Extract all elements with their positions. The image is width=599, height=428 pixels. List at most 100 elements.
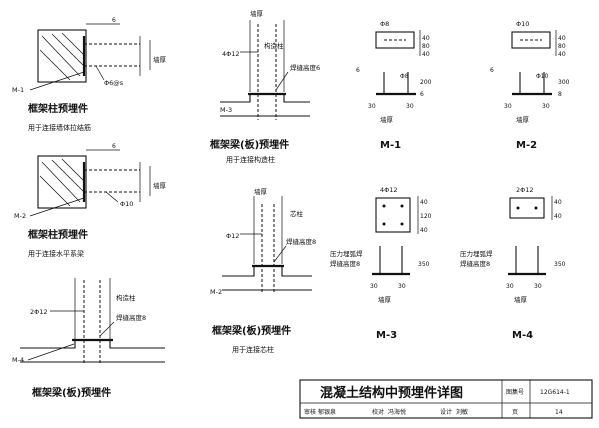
detail-column-tie-beam: 6 墙厚 M-2 Φ10 框架柱预埋件 用于连接水平系梁	[14, 143, 167, 258]
detail-title: 框架柱预埋件	[28, 102, 88, 115]
svg-text:墙厚: 墙厚	[514, 295, 528, 304]
bar-label: 2Φ12	[516, 186, 534, 194]
svg-text:墙厚: 墙厚	[378, 295, 392, 304]
detail-title: 框架梁(板)预埋件	[32, 386, 111, 399]
wall-thickness-label: 墙厚	[250, 9, 264, 18]
svg-text:墙厚: 墙厚	[380, 115, 394, 124]
detail-subtitle: 用于连接墙体拉结筋	[28, 123, 91, 132]
plate-m4: 2Φ12 40 40 压力埋弧焊 焊缝高度8 350 30 30 墙厚 M-4	[460, 186, 566, 341]
plate-ref-m2: M-2	[210, 288, 222, 296]
designer: 刘敏	[456, 408, 468, 416]
svg-text:120: 120	[420, 213, 432, 220]
plate-name: M-3	[376, 330, 397, 341]
detail-subtitle: 用于连接水平系梁	[28, 249, 84, 258]
svg-text:350: 350	[554, 261, 566, 268]
svg-text:80: 80	[558, 43, 566, 50]
column-label: 构造柱	[264, 41, 284, 50]
svg-text:300: 300	[558, 79, 570, 86]
svg-text:200: 200	[420, 79, 432, 86]
plate-ref-m2: M-2	[14, 212, 26, 220]
svg-text:设计: 设计	[440, 408, 452, 416]
wall-thickness-label: 墙厚	[254, 187, 268, 196]
atlas-label: 图集号	[506, 388, 524, 396]
weld-label: 焊缝高度6	[290, 63, 320, 72]
plate-name: M-4	[512, 330, 533, 341]
svg-text:40: 40	[558, 35, 566, 42]
reviewer: 郁银泉	[318, 408, 336, 416]
svg-text:40: 40	[554, 199, 562, 206]
rebar-spec: Φ10	[120, 200, 133, 208]
sheet-title: 混凝土结构中预埋件详图	[320, 385, 463, 401]
plate-m2: Φ10 40 80 40 6 Φ10 300 8 30 30 墙厚 M-2	[490, 20, 570, 151]
detail-beam-structural-column: 墙厚 4Φ12 构造柱 焊缝高度6 M-3 框架梁(板)预埋件 用于连接构造柱	[210, 9, 320, 164]
svg-text:墙厚: 墙厚	[516, 115, 530, 124]
weld-label: 焊缝高度8	[286, 237, 316, 246]
plate-m1: Φ8 40 80 40 6 Φ8 200 6 30 30 墙厚 M-1	[356, 20, 432, 151]
svg-text:40: 40	[554, 213, 562, 220]
svg-text:40: 40	[558, 51, 566, 58]
svg-text:30: 30	[368, 103, 376, 110]
column-section	[37, 29, 87, 83]
svg-text:30: 30	[542, 103, 550, 110]
bar-label: 4Φ12	[380, 186, 398, 194]
page-number: 14	[555, 409, 563, 416]
svg-text:6: 6	[356, 67, 360, 74]
svg-text:30: 30	[406, 103, 414, 110]
detail-subtitle: 用于连接芯柱	[232, 345, 274, 354]
svg-text:30: 30	[504, 103, 512, 110]
svg-text:Φ8: Φ8	[400, 73, 409, 80]
dim-6: 6	[112, 17, 116, 24]
svg-text:80: 80	[422, 43, 430, 50]
detail-title: 框架柱预埋件	[28, 228, 88, 241]
svg-text:30: 30	[370, 283, 378, 290]
column-label: 构造柱	[116, 293, 136, 302]
wall-thickness-label: 墙厚	[153, 55, 167, 64]
svg-text:Φ10: Φ10	[536, 73, 549, 80]
plate-ref-m1: M-1	[12, 86, 24, 94]
rebar-spec: 4Φ12	[222, 50, 240, 58]
column-label: 芯柱	[290, 209, 304, 218]
plate-name: M-2	[516, 140, 537, 151]
detail-title: 框架梁(板)预埋件	[210, 138, 289, 151]
svg-text:40: 40	[420, 227, 428, 234]
svg-text:30: 30	[506, 283, 514, 290]
column-section	[37, 155, 87, 209]
detail-column-tie-rebar: 6 墙厚 M-1 Φ6@s 框架柱预埋件 用于连接墙体拉结筋	[12, 17, 167, 132]
svg-text:页: 页	[512, 409, 518, 416]
dim-6: 6	[112, 143, 116, 150]
svg-text:压力埋弧焊: 压力埋弧焊	[460, 249, 493, 258]
checker: 冯海悦	[388, 408, 406, 416]
svg-text:40: 40	[420, 199, 428, 206]
svg-text:焊缝高度8: 焊缝高度8	[330, 259, 360, 268]
svg-text:350: 350	[418, 261, 430, 268]
title-block: 混凝土结构中预埋件详图 图集号 12G614-1 审核 郁银泉 校对 冯海悦 设…	[299, 379, 593, 419]
plate-ref-m3: M-3	[220, 106, 232, 114]
rebar-spec: Φ12	[226, 232, 239, 240]
plate-elevation	[375, 31, 415, 49]
svg-text:40: 40	[422, 51, 430, 58]
svg-text:8: 8	[558, 91, 562, 98]
svg-text:审核: 审核	[304, 408, 316, 416]
plate-m3: 4Φ12 40 120 40 压力埋弧焊 焊缝高度8 350 30 30 墙厚 …	[330, 186, 432, 341]
detail-beam-core-column: 墙厚 芯柱 Φ12 焊缝高度8 M-2 框架梁(板)预埋件 用于连接芯柱	[210, 187, 316, 354]
svg-text:40: 40	[422, 35, 430, 42]
detail-subtitle: 用于连接构造柱	[226, 155, 275, 164]
rebar-spec: 2Φ12	[30, 308, 48, 316]
plate-ref-m4: M-4	[12, 356, 24, 364]
svg-text:30: 30	[534, 283, 542, 290]
svg-text:6: 6	[420, 91, 424, 98]
svg-text:30: 30	[398, 283, 406, 290]
svg-text:压力埋弧焊: 压力埋弧焊	[330, 249, 363, 258]
detail-beam-bottom-left: 2Φ12 构造柱 焊缝高度8 M-4 框架梁(板)预埋件	[12, 278, 165, 399]
svg-text:焊缝高度8: 焊缝高度8	[460, 259, 490, 268]
atlas-number: 12G614-1	[540, 389, 570, 396]
plate-name: M-1	[380, 140, 401, 151]
rebar-spec: Φ6@s	[104, 79, 124, 87]
bar-label: Φ10	[516, 20, 529, 28]
detail-title: 框架梁(板)预埋件	[212, 324, 291, 337]
weld-label: 焊缝高度8	[116, 313, 146, 322]
bar-label: Φ8	[380, 20, 389, 28]
wall-thickness-label: 墙厚	[153, 181, 167, 190]
